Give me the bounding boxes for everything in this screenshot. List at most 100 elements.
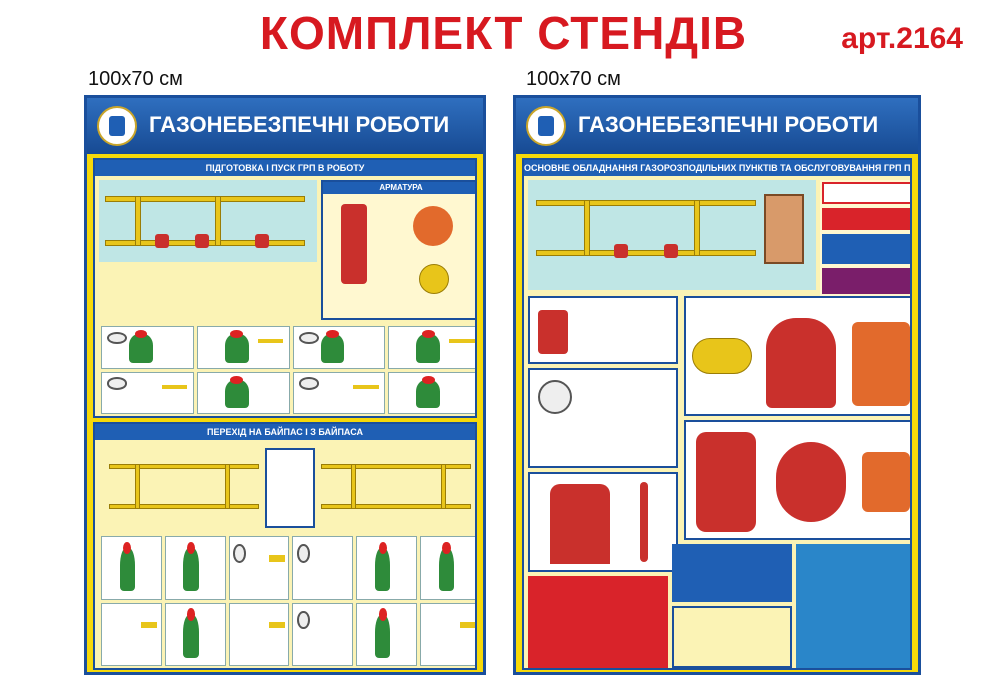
pipe [161,384,188,389]
prohibition-signs [822,182,910,204]
poster-right: ГАЗОНЕБЕЗПЕЧНІ РОБОТИ ОСНОВНЕ ОБЛАДНАННЯ… [513,95,921,675]
size-label-left: 100х70 см [88,68,183,90]
valve-icon [255,234,269,248]
helmet-icon [442,541,451,555]
step-card [228,602,290,666]
relief-valve-icon [550,484,610,564]
plug-valve-icon [413,206,453,246]
gauge-icon [107,377,128,390]
pipe [321,464,471,469]
pipe [135,196,141,246]
helmet-icon [326,330,339,339]
pipe [140,621,158,629]
fire-warning-panel [822,208,910,230]
step-card [101,602,162,666]
section-title: ПІДГОТОВКА І ПУСК ГРП В РОБОТУ [95,160,475,176]
pipe [225,464,230,509]
rules-blue-panel [672,544,792,602]
helmet-icon [187,541,196,555]
emblem-icon [526,106,566,146]
pipe [109,464,259,469]
worker-icon [374,548,391,592]
worker-icon [183,614,199,658]
regulator-valve-icon [766,318,836,408]
pipe [105,196,305,202]
step-card [388,326,475,369]
rules-yellow-panel [672,606,792,668]
worker-icon [438,548,455,592]
pipe [584,200,590,256]
worker-icon [119,548,135,592]
step-card [292,326,386,369]
grp-scene [99,180,317,262]
section-equipment: ОСНОВНЕ ОБЛАДНАННЯ ГАЗОРОЗПОДІЛЬНИХ ПУНК… [522,158,912,670]
pressure-regulator-diagram [684,296,910,416]
poster-header: ГАЗОНЕБЕЗПЕЧНІ РОБОТИ [516,98,918,154]
shutoff-valve-icon [696,432,756,532]
door-icon [764,194,804,264]
pipe [268,555,285,562]
rules-red-panel [528,576,668,668]
worker-icon [416,334,441,363]
valve-icon [155,234,169,248]
gauge-icon [233,544,247,563]
shutoff-valve-small-icon [862,452,910,512]
step-card [228,536,290,600]
pipe [109,504,259,509]
article-number: арт.2164 [841,22,963,55]
gas-check-panel [822,234,910,264]
fittings-panel: АРМАТУРА [321,180,475,320]
valve-icon [614,244,628,258]
thermometer-icon [640,482,648,562]
step-card [292,602,354,666]
pipe [321,504,471,509]
section-title: ОСНОВНЕ ОБЛАДНАННЯ ГАЗОРОЗПОДІЛЬНИХ ПУНК… [524,160,910,176]
gauge-icon [298,331,319,344]
worker-icon [374,614,391,658]
pipe [449,339,475,344]
helmet-icon [134,330,148,339]
helmet-icon [230,375,244,384]
step-card [388,371,475,414]
helmet-icon [421,330,435,339]
pipe [536,200,756,206]
regulator-body-icon [692,338,752,374]
poster-title: ГАЗОНЕБЕЗПЕЧНІ РОБОТИ [578,112,879,137]
bypass-steps-grid [101,536,475,666]
pipe [694,200,700,256]
step-card [196,326,290,369]
pipe [351,464,356,509]
worker-icon [129,334,153,363]
pipe [268,621,285,629]
gauge-icon [107,331,128,344]
helmet-icon [230,330,244,339]
main-title: КОМПЛЕКТ СТЕНДІВ [259,7,748,59]
step-card [101,326,194,369]
gas-filter-diagram [528,296,678,364]
relief-valve-diagram [528,472,678,572]
steps-grid [101,326,475,414]
pipe [215,196,221,246]
worker-icon [416,379,441,409]
step-card [164,602,226,666]
step-card [164,536,226,600]
pipe [257,339,284,344]
step-card [292,371,386,414]
pipe [441,464,446,509]
section-title: ПЕРЕХІД НА БАЙПАС І З БАЙПАСА [95,424,475,440]
pipe [460,621,475,629]
manometer-icon [538,380,572,414]
valve-icon [664,244,678,258]
poster-title: ГАЗОНЕБЕЗПЕЧНІ РОБОТИ [149,112,450,137]
gauge-icon [297,610,310,630]
pipe [353,384,379,389]
tool-warning-panel [822,268,910,294]
step-card [101,371,194,414]
instruction-box [265,448,315,528]
pipe [135,464,140,509]
gauge-icon [297,544,310,563]
fittings-title: АРМАТУРА [323,182,475,194]
regulator-detail-icon [852,322,910,406]
helmet-icon [378,608,387,621]
step-card [356,602,418,666]
